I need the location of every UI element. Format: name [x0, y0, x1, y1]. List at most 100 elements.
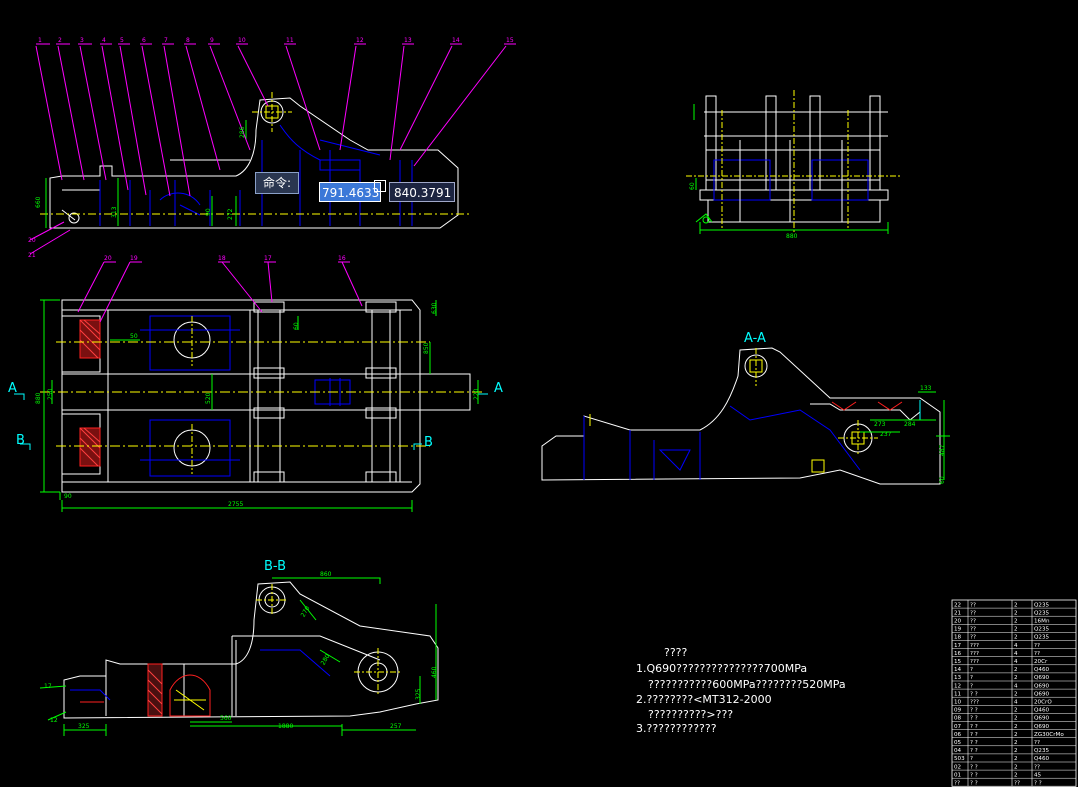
section-bb-view[interactable] — [39, 577, 439, 736]
plan-dimensions: 2755 880 50 850 520 630 60 90 250 220 — [35, 302, 480, 508]
plan-view[interactable] — [14, 261, 488, 512]
section-b-left[interactable]: B — [16, 433, 25, 448]
balloon-15[interactable]: 15 — [506, 37, 514, 44]
dim-860: 860 — [320, 571, 332, 578]
dynamic-input-y[interactable]: 840.3791 — [389, 182, 455, 202]
bom-cell: Q235 — [1034, 635, 1050, 641]
bom-cell: 20Cr — [1034, 659, 1048, 665]
bom-cell: 503 — [954, 756, 965, 762]
bom-cell: 2 — [1014, 740, 1018, 746]
bom-row[interactable]: 02? ?2?? — [952, 761, 1076, 770]
bom-cell: ?? — [1034, 643, 1040, 649]
dynamic-input-x[interactable]: 791.4633 — [319, 182, 381, 202]
bom-cell: ?? — [1034, 764, 1040, 770]
bom-cell: ? — [970, 675, 973, 681]
section-b-right[interactable]: B — [424, 435, 433, 450]
aa-dims: 133 284 273 237 487 60 — [874, 385, 946, 484]
side-view-leaders — [29, 43, 516, 255]
bom-cell: 09 — [954, 708, 962, 714]
dim-630: 630 — [431, 302, 438, 314]
bom-cell: Q235 — [1034, 748, 1050, 754]
bom-cell: 2 — [1014, 691, 1018, 697]
end-view[interactable] — [686, 90, 900, 234]
dim-313: 313 — [111, 206, 118, 218]
bom-cell: 14 — [954, 667, 962, 673]
balloon-17-plan[interactable]: 17 — [264, 255, 272, 262]
balloon-16-plan[interactable]: 16 — [338, 255, 346, 262]
crosshair-pickbox-icon — [374, 180, 386, 192]
dim-133: 133 — [920, 385, 932, 392]
balloon-8[interactable]: 8 — [186, 37, 190, 44]
bom-cell: Q460 — [1034, 756, 1050, 762]
bom-cell: 2 — [1014, 724, 1018, 730]
bom-cell: 07 — [954, 724, 962, 730]
aa-title[interactable]: A-A — [744, 331, 766, 346]
balloon-20-side[interactable]: 20 — [28, 237, 36, 244]
bom-cell: Q690 — [1034, 691, 1050, 697]
section-a-right[interactable]: A — [494, 381, 503, 396]
balloon-10[interactable]: 10 — [238, 37, 246, 44]
bom-cell: ZG30CrMo — [1034, 732, 1064, 738]
bom-cell: 18 — [954, 635, 962, 641]
bb-title[interactable]: B-B — [264, 559, 286, 574]
balloon-11[interactable]: 11 — [286, 37, 294, 44]
balloon-9[interactable]: 9 — [210, 37, 214, 44]
balloon-20-plan[interactable]: 20 — [104, 255, 112, 262]
balloon-2[interactable]: 2 — [58, 37, 62, 44]
side-view-dimensions: 660 313 272 90 286 — [35, 126, 246, 220]
bom-cell: 2 — [1014, 756, 1018, 762]
notes-line-3: 2.????????<MT312-2000 — [636, 693, 772, 706]
dim-880: 880 — [35, 392, 42, 404]
bom-cell: ?? — [970, 635, 976, 641]
bom-row[interactable]: 16???4?? — [952, 648, 1076, 657]
dim-90-plan: 90 — [64, 493, 72, 500]
balloon-4[interactable]: 4 — [102, 37, 106, 44]
balloon-19-plan[interactable]: 19 — [130, 255, 138, 262]
section-aa-view[interactable] — [541, 347, 950, 485]
bom-row[interactable]: 17???4?? — [952, 640, 1076, 649]
bom-cell: Q690 — [1034, 716, 1050, 722]
balloon-13[interactable]: 13 — [404, 37, 412, 44]
bom-row[interactable]: 05? ?2?? — [952, 737, 1076, 746]
balloon-5[interactable]: 5 — [120, 37, 124, 44]
bom-cell: 2 — [1014, 610, 1018, 616]
balloon-7[interactable]: 7 — [164, 37, 168, 44]
balloon-14[interactable]: 14 — [452, 37, 460, 44]
balloon-12[interactable]: 12 — [356, 37, 364, 44]
balloon-1[interactable]: 1 — [38, 37, 42, 44]
bom-cell: ? — [970, 667, 973, 673]
balloon-3[interactable]: 3 — [80, 37, 84, 44]
bom-cell: ??? — [970, 700, 979, 706]
balloon-6[interactable]: 6 — [142, 37, 146, 44]
bom-cell: ? ? — [970, 691, 978, 697]
bom-cell: ? ? — [970, 748, 978, 754]
bom-cell: 22 — [954, 602, 961, 608]
balloon-21-side[interactable]: 21 — [28, 252, 36, 259]
dim-460: 460 — [431, 666, 438, 678]
bom-cell: 06 — [954, 732, 962, 738]
bom-row[interactable]: ??? ???? ? — [952, 777, 1076, 787]
section-a-left[interactable]: A — [8, 381, 17, 396]
balloon-18-plan[interactable]: 18 — [218, 255, 226, 262]
